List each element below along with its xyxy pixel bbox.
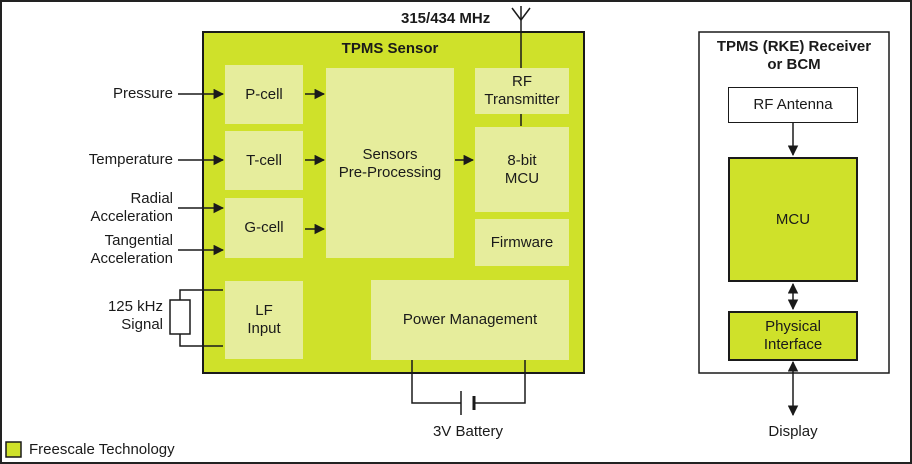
temperature-label: Temperature bbox=[88, 151, 173, 168]
receiver-title: TPMS (RKE) Receiver or BCM bbox=[716, 38, 872, 73]
legend-label: Freescale Technology bbox=[29, 441, 175, 458]
lf-input-block: LF Input bbox=[225, 281, 303, 359]
physical-interface-block: Physical Interface bbox=[728, 311, 858, 361]
preprocessing-block: Sensors Pre-Processing bbox=[326, 68, 454, 258]
radial-acceleration-label: Radial Acceleration bbox=[90, 190, 173, 225]
rf-transmitter-block: RF Transmitter bbox=[475, 68, 569, 114]
display-label: Display bbox=[768, 423, 818, 440]
power-management-block: Power Management bbox=[371, 280, 569, 360]
frequency-label: 315/434 MHz bbox=[401, 10, 491, 27]
lf-signal-label: 125 kHz Signal bbox=[107, 298, 163, 333]
tangential-acceleration-label: Tangential Acceleration bbox=[90, 232, 173, 267]
battery-label: 3V Battery bbox=[432, 423, 504, 440]
t-cell-block: T-cell bbox=[225, 131, 303, 190]
battery-circuit bbox=[411, 360, 526, 415]
mcu-8bit-block: 8-bit MCU bbox=[475, 127, 569, 212]
p-cell-block: P-cell bbox=[225, 65, 303, 124]
firmware-block: Firmware bbox=[475, 219, 569, 266]
legend-swatch bbox=[5, 441, 22, 458]
rf-antenna-block: RF Antenna bbox=[728, 87, 858, 123]
receiver-mcu-block: MCU bbox=[728, 157, 858, 282]
g-cell-block: G-cell bbox=[225, 198, 303, 258]
pressure-label: Pressure bbox=[112, 85, 173, 102]
coil-circuit bbox=[169, 289, 223, 347]
sensor-title: TPMS Sensor bbox=[341, 40, 439, 57]
antenna-icon bbox=[511, 6, 531, 21]
